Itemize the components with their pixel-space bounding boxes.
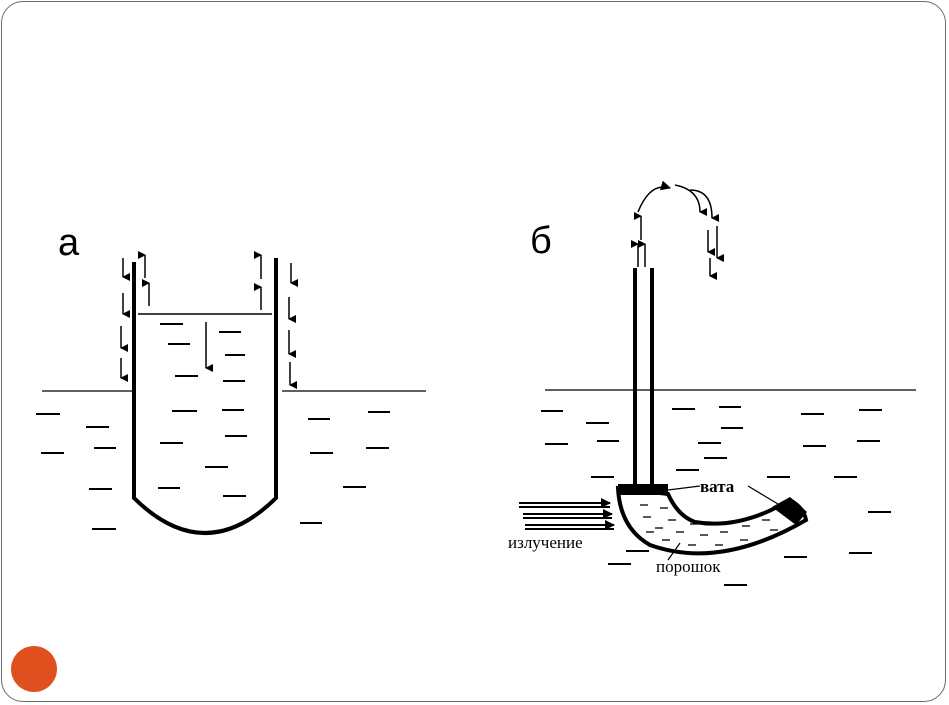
inner-liquid-dashes: [158, 323, 247, 497]
figure-b-label: б: [530, 220, 552, 262]
figure-b-diagram: вата излучение порошок: [508, 180, 916, 586]
arrows-up-left: [138, 251, 150, 306]
outer-liquid-dashes-b: [541, 406, 891, 586]
curved-vessel: [615, 485, 809, 556]
tube-plug: [618, 484, 668, 495]
slide-accent-dot: [11, 646, 57, 692]
radiation-label: излучение: [508, 533, 583, 552]
wool-label: вата: [700, 477, 735, 496]
radiation-arrows: [519, 498, 615, 530]
outer-liquid-dashes-left: [36, 413, 116, 530]
powder-leader-line: [667, 542, 681, 561]
capillary-tube: [132, 258, 278, 535]
wool-leader-line-left: [667, 485, 701, 491]
outer-liquid-dashes-right: [300, 411, 390, 524]
wool-leader-line-right: [747, 485, 779, 505]
powder-label: порошок: [656, 557, 721, 576]
cotton-wool-plug: [772, 497, 807, 525]
fountain-arrows: [631, 180, 724, 280]
arrows-down-left: [120, 258, 130, 382]
figure-a-diagram: [36, 251, 426, 535]
powder-dashes: [640, 504, 778, 546]
figure-a-label: а: [58, 222, 80, 264]
arrows-down-right: [288, 263, 298, 389]
